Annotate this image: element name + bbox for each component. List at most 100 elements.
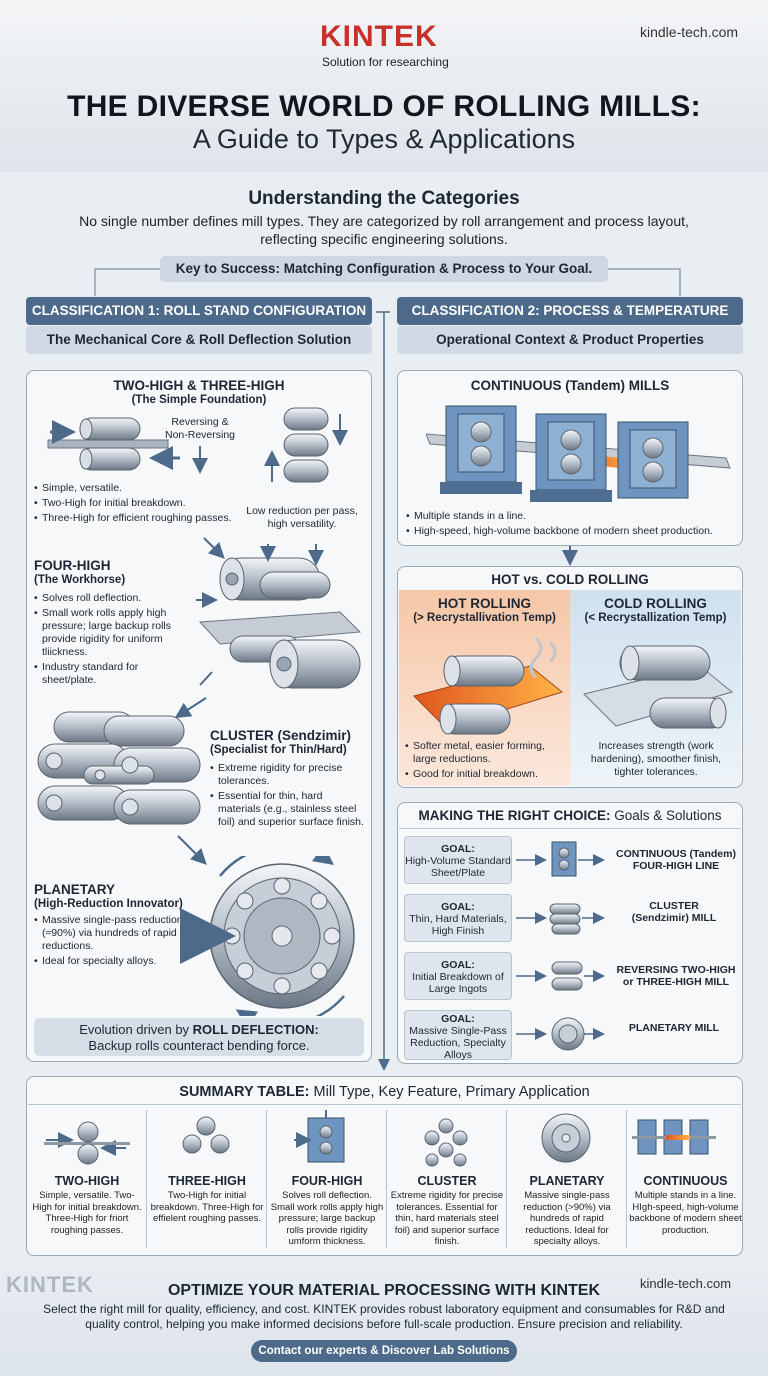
goal-box-3: GOAL:Initial Breakdown of Large Ingots (404, 952, 512, 1000)
bullet: Two-High for initial breakdown. (34, 497, 254, 510)
summary-col-cluster-text: Extreme rigidity for precise tolerances.… (390, 1190, 504, 1247)
bullet: High-speed, high-volume backbone of mode… (406, 525, 736, 538)
bullet: Massive single-pass reduction (≈90%) via… (34, 914, 184, 953)
two-high-roll-icon (47, 417, 180, 471)
column-divider (266, 1110, 267, 1248)
solution-3: REVERSING TWO-HIGH or THREE-HIGH MILL (616, 964, 736, 988)
tandem-mill-icon (426, 405, 731, 502)
summary-col-four-high-text: Solves roll deflection. Small work rolls… (270, 1190, 384, 1247)
goal-box-1: GOAL:High-Volume Standard Sheet/Plate (404, 836, 512, 884)
summary-col-three-high-title: THREE-HIGH (168, 1174, 246, 1188)
contact-experts-button[interactable]: Contact our experts & Discover Lab Solut… (251, 1340, 517, 1362)
hot-rolling-title: HOT ROLLING (438, 596, 531, 611)
summary-col-three-high-text: Two-High for initial breakdown. Three-Hi… (150, 1190, 264, 1224)
summary-col-four-high-title: FOUR-HIGH (291, 1174, 363, 1188)
summary-col-planetary-title: PLANETARY (529, 1174, 605, 1188)
bullet: Simple, versatile. (34, 482, 254, 495)
goal-text: Initial Breakdown of Large Ingots (412, 971, 504, 995)
footer-logo[interactable]: KINTEK (6, 1272, 94, 1297)
summary-col-continuous-title: CONTINUOUS (643, 1174, 728, 1188)
kintek-logo[interactable]: KINTEK (320, 20, 438, 53)
three-high-roll-icon (264, 407, 348, 483)
right-choice-title-bold: MAKING THE RIGHT CHOICE: (418, 808, 611, 823)
cold-rolling-subtitle: (< Recrystallization Temp) (584, 612, 727, 624)
solution-2: CLUSTER (Sendzimir) MILL (631, 900, 717, 924)
right-choice-title: MAKING THE RIGHT CHOICE: Goals & Solutio… (397, 808, 743, 823)
footer-text: Select the right mill for quality, effic… (43, 1302, 725, 1331)
down-arrow-icon (192, 446, 208, 474)
bullet: Small work rolls apply high pressure; la… (34, 607, 192, 659)
classification-1-header: CLASSIFICATION 1: ROLL STAND CONFIGURATI… (26, 297, 372, 325)
classification-1-subheader: The Mechanical Core & Roll Deflection So… (26, 326, 372, 354)
summary-col-cluster-title: CLUSTER (417, 1174, 477, 1188)
down-arrow-icon (562, 546, 578, 566)
bullet: Industry standard for sheet/plate. (34, 661, 192, 687)
diagonal-arrow-icon (177, 835, 207, 865)
bullet: Extreme rigidity for precise tolerances. (210, 762, 366, 788)
summary-col-two-high-text: Simple, versatile. Two-High for initial … (32, 1190, 142, 1236)
continuous-bullets: Multiple stands in a line. High-speed, h… (406, 510, 736, 540)
goal-label: GOAL: (441, 901, 475, 913)
roll-deflection-label: ROLL DEFLECTION: (192, 1022, 319, 1037)
two-three-high-title: TWO-HIGH & THREE-HIGH (113, 378, 285, 393)
website-link[interactable]: kindle-tech.com (640, 24, 739, 40)
solution-1: CONTINUOUS (Tandem) FOUR-HIGH LINE (616, 848, 736, 872)
four-high-mill-icon (196, 544, 362, 689)
cluster-bullets: Extreme rigidity for precise tolerances.… (210, 762, 366, 831)
bullet: Three-High for efficient roughing passes… (34, 512, 254, 525)
cold-rolling-text: Increases strength (work hardening), smo… (590, 740, 722, 778)
low-reduction-note: Low reduction per pass, high versatility… (246, 505, 358, 530)
continuous-title: CONTINUOUS (Tandem) MILLS (470, 378, 670, 393)
cluster-title: CLUSTER (Sendzimir) (210, 728, 352, 743)
bullet: Multiple stands in a line. (406, 510, 736, 523)
planetary-mill-icon (180, 856, 355, 1016)
divider (28, 1104, 741, 1105)
summary-icons (44, 1110, 716, 1167)
goal-label: GOAL: (441, 843, 475, 855)
bullet: Softer metal, easier forming, large redu… (405, 740, 567, 766)
classification-2-header: CLASSIFICATION 2: PROCESS & TEMPERATURE (397, 297, 743, 325)
bullet: Ideal for specialty alloys. (34, 955, 184, 968)
column-divider (626, 1110, 627, 1248)
evolution-note-line1: Evolution driven by ROLL DEFLECTION: (34, 1022, 364, 1037)
goal-solution-icons (516, 841, 605, 1051)
diagonal-arrow-icon (203, 537, 225, 559)
reversing-label: Reversing & Non-Reversing (164, 416, 236, 441)
cluster-mill-icon (37, 711, 201, 825)
hot-rolling-bullets: Softer metal, easier forming, large redu… (405, 740, 567, 783)
summary-title: SUMMARY TABLE: Mill Type, Key Feature, P… (26, 1084, 743, 1100)
four-high-subtitle: (The Workhorse) (34, 574, 126, 586)
goal-text: High-Volume Standard Sheet/Plate (405, 855, 511, 879)
goal-label: GOAL: (441, 1013, 475, 1025)
two-three-high-bullets: Simple, versatile. Two-High for initial … (34, 482, 254, 527)
cold-rolling-icon (583, 645, 734, 729)
bullet: Essential for thin, hard materials (e.g.… (210, 790, 366, 829)
summary-title-bold: SUMMARY TABLE: (179, 1084, 310, 1100)
intro-title: Understanding the Categories (248, 188, 520, 209)
intro-text: No single number defines mill types. The… (79, 213, 689, 247)
cluster-subtitle: (Specialist for Thin/Hard) (210, 744, 347, 756)
classification-2-subheader: Operational Context & Product Properties (397, 326, 743, 354)
planetary-title: PLANETARY (34, 882, 115, 897)
page-title: THE DIVERSE WORLD OF ROLLING MILLS: (67, 90, 701, 123)
goal-box-4: GOAL:Massive Single-Pass Reduction, Spec… (404, 1010, 512, 1061)
summary-col-two-high-title: TWO-HIGH (54, 1174, 120, 1188)
two-three-high-subtitle: (The Simple Foundation) (131, 394, 267, 406)
solution-4: PLANETARY MILL (628, 1022, 720, 1034)
column-divider (386, 1110, 387, 1248)
evolution-text: Evolution driven by (79, 1022, 193, 1037)
summary-table-panel (26, 1076, 743, 1256)
hot-rolling-icon (413, 636, 564, 735)
hot-cold-title: HOT vs. COLD ROLLING (491, 572, 649, 587)
summary-title-rest: Mill Type, Key Feature, Primary Applicat… (309, 1084, 590, 1100)
bullet: Solves roll deflection. (34, 592, 192, 605)
footer-website-link[interactable]: kindle-tech.com (640, 1276, 732, 1291)
diagonal-arrow-icon (174, 697, 207, 719)
column-divider (146, 1110, 147, 1248)
footer-title: OPTIMIZE YOUR MATERIAL PROCESSING WITH K… (167, 1282, 600, 1299)
planetary-subtitle: (High-Reduction Innovator) (34, 898, 183, 910)
header (0, 0, 768, 172)
goal-text: Thin, Hard Materials, High Finish (409, 913, 507, 937)
divider (399, 828, 741, 829)
